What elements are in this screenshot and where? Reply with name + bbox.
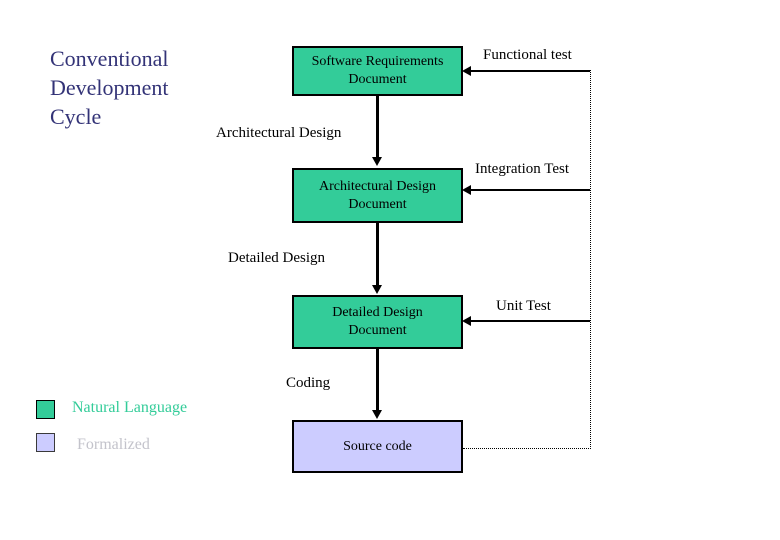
dotted-feedback-line-horizontal (463, 448, 591, 449)
arrow-left-head-icon (462, 185, 471, 195)
legend-swatch-natural-language (36, 400, 55, 419)
label-coding-phase: Coding (286, 375, 331, 391)
arrow-functional-test (471, 70, 590, 72)
page-title-line-2: Development (50, 75, 169, 100)
box-software-requirements-document: Software Requirements Document (292, 46, 463, 96)
box-text-line: Document (348, 72, 407, 87)
page-title-line-3: Cycle (50, 104, 102, 129)
box-text-line: Document (348, 196, 407, 212)
arrow-integration-test (471, 189, 590, 191)
box-text-line: Document (348, 323, 407, 338)
box-text-line: Software Requirements (311, 54, 444, 69)
label-detailed-design-phase: Detailed Design (228, 250, 326, 266)
box-text-line: Detailed Design (332, 305, 423, 320)
arrow-down-head-icon (372, 410, 382, 419)
arrow-down-head-icon (372, 157, 382, 166)
box-text-line: Architectural Design (318, 178, 436, 194)
arrow-detailed-to-source (376, 349, 379, 410)
label-unit-test: Unit Test (496, 298, 551, 314)
box-text-line: Source code (343, 438, 412, 454)
box-architectural-design-document: Architectural Design Document (292, 168, 463, 223)
legend-swatch-formalized (36, 433, 55, 452)
box-detailed-design-document: Detailed Design Document (292, 295, 463, 349)
label-functional-test: Functional test (483, 47, 572, 63)
legend-label-natural-language: Natural Language (72, 399, 188, 416)
label-integration-test: Integration Test (475, 161, 570, 177)
page-title: Conventional Development Cycle (50, 44, 169, 131)
arrow-unit-test (471, 320, 590, 322)
legend-label-formalized: Formalized (77, 436, 150, 453)
arrow-requirements-to-architectural (376, 96, 379, 157)
arrow-left-head-icon (462, 316, 471, 326)
page-title-line-1: Conventional (50, 46, 169, 71)
arrow-down-head-icon (372, 285, 382, 294)
dotted-feedback-line-vertical (590, 70, 591, 449)
arrow-left-head-icon (462, 66, 471, 76)
arrow-architectural-to-detailed (376, 223, 379, 285)
label-architectural-design-phase: Architectural Design (216, 125, 342, 141)
box-source-code: Source code (292, 420, 463, 473)
